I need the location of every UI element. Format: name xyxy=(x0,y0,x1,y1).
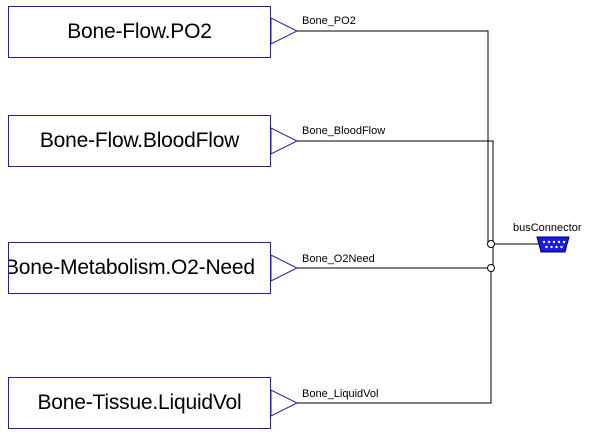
signal-label-bloodflow: Bone_BloodFlow xyxy=(302,125,386,137)
signal-label-liquidvol: Bone_LiquidVol xyxy=(302,388,379,400)
wire-bloodflow[interactable] xyxy=(297,140,494,268)
signal-label-po2: Bone_PO2 xyxy=(302,15,356,27)
signal-label-o2need: Bone_O2Need xyxy=(302,253,375,265)
bus-connector-label: busConnector xyxy=(513,222,582,234)
liquidvol-output-port[interactable] xyxy=(270,389,299,417)
po2-output-port[interactable] xyxy=(270,17,299,45)
wire-liquidvol[interactable] xyxy=(297,268,492,404)
block-bloodflow-label: Bone-Flow.BloodFlow xyxy=(39,129,240,152)
o2need-output-port[interactable] xyxy=(270,254,299,282)
junction-lower xyxy=(487,264,495,272)
block-bloodflow[interactable]: Bone-Flow.BloodFlow xyxy=(8,115,271,167)
bloodflow-output-port[interactable] xyxy=(270,127,299,155)
bus-connector-icon[interactable] xyxy=(536,236,570,253)
block-liquidvol[interactable]: Bone-Tissue.LiquidVol xyxy=(8,377,271,429)
block-o2need[interactable]: Bone-Metabolism.O2-Need xyxy=(8,242,271,294)
block-o2need-label: Bone-Metabolism.O2-Need xyxy=(8,256,255,279)
block-liquidvol-label: Bone-Tissue.LiquidVol xyxy=(37,391,242,414)
junction-bus xyxy=(487,240,495,248)
block-po2-label: Bone-Flow.PO2 xyxy=(67,20,212,43)
wire-po2[interactable] xyxy=(297,30,489,244)
block-po2[interactable]: Bone-Flow.PO2 xyxy=(8,6,271,58)
